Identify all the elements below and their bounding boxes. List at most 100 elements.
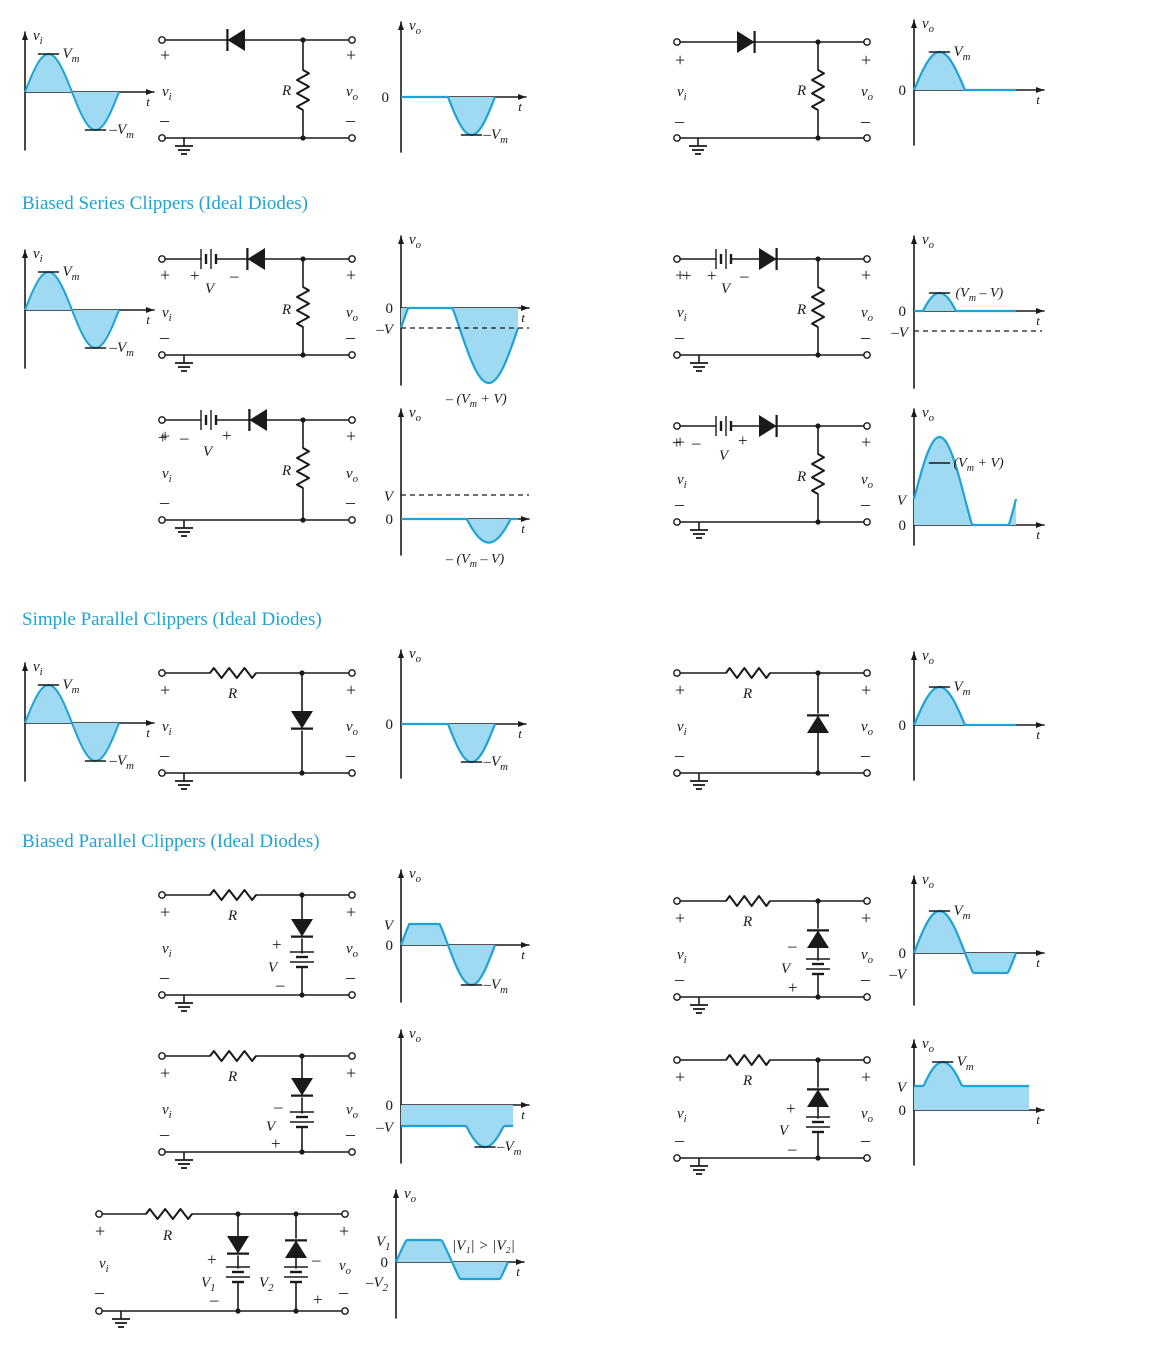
V-label: V xyxy=(897,1080,908,1096)
vi-terminal-label: vi xyxy=(162,305,172,324)
vo-terminal-label: vo xyxy=(861,719,874,738)
R-label: R xyxy=(742,1073,752,1089)
axis-arrow xyxy=(911,1040,917,1048)
Vm-label: Vm xyxy=(63,677,80,696)
vo-terminal-label: vo xyxy=(861,305,874,324)
input-sine xyxy=(24,271,120,349)
axis-arrow xyxy=(911,876,917,884)
minus-sign: – xyxy=(159,110,170,130)
vi-terminal-label: vi xyxy=(677,472,687,491)
resistor-symbol xyxy=(811,453,825,495)
plus-sign: + xyxy=(160,902,170,922)
battery-polarity: – xyxy=(275,975,285,994)
ground-symbol xyxy=(175,1152,193,1169)
battery-polarity: V xyxy=(721,281,732,297)
wave-fill xyxy=(401,97,495,135)
Vm-label: Vm xyxy=(63,264,80,283)
resistor-symbol xyxy=(296,69,310,111)
R-label: R xyxy=(742,914,752,930)
vo-axis-label: vo xyxy=(922,405,935,424)
neg-Vm-label: –Vm xyxy=(109,122,135,141)
battery-polarity: – xyxy=(787,1139,797,1158)
battery-symbol xyxy=(200,249,218,269)
diode-triangle xyxy=(227,1236,249,1254)
battery-symbol xyxy=(226,1266,250,1284)
vo-terminal-label: vo xyxy=(339,1258,352,1277)
wave-fill xyxy=(401,519,518,543)
output-wave xyxy=(914,291,1016,313)
diode-triangle xyxy=(291,1078,313,1096)
V-label: V xyxy=(384,489,395,505)
zero-label: 0 xyxy=(899,83,907,99)
ground-symbol xyxy=(690,355,708,372)
wave-fill xyxy=(914,687,1016,725)
vo-terminal-label: vo xyxy=(861,84,874,103)
minus-sign: – xyxy=(860,327,871,347)
battery-polarity: – xyxy=(787,936,797,955)
battery-symbol xyxy=(715,416,733,436)
minus-sign: – xyxy=(345,967,356,987)
output-wave xyxy=(401,1124,513,1149)
neg-Vm-plus-V-label: – (Vm + V) xyxy=(445,392,507,410)
t-axis-label: t xyxy=(518,726,522,741)
plus-sign: + xyxy=(675,432,685,452)
battery-polarity: V xyxy=(719,448,730,464)
vi-terminal-label: vi xyxy=(162,466,172,485)
output-wave xyxy=(401,722,497,764)
axis-arrow xyxy=(398,650,404,658)
axis-arrow xyxy=(1036,1107,1044,1113)
battery-polarity: – xyxy=(179,428,189,447)
plus-sign: + xyxy=(675,908,685,928)
output-wave xyxy=(401,517,518,544)
ground-symbol xyxy=(690,522,708,539)
diode-symbol xyxy=(291,1078,313,1097)
vo-terminal-label: vo xyxy=(346,719,359,738)
minus-sign: – xyxy=(345,492,356,512)
output-wave xyxy=(912,909,1018,975)
battery-polarity: + xyxy=(738,431,748,450)
zero-label: 0 xyxy=(381,1255,389,1271)
axis-arrow xyxy=(1036,522,1044,528)
neg-V2-label: –V2 xyxy=(365,1275,389,1294)
section-heading-biased-series: Biased Series Clippers (Ideal Diodes) xyxy=(22,193,308,214)
zero-label: 0 xyxy=(899,304,907,320)
vo-axis-label: vo xyxy=(409,405,422,424)
vi-terminal-label: vi xyxy=(677,84,687,103)
battery-polarity: – xyxy=(209,1290,219,1309)
resistor-symbol xyxy=(209,1050,257,1062)
wave-fill xyxy=(914,52,1016,90)
diode-triangle xyxy=(291,711,313,729)
axis-arrow xyxy=(22,32,28,40)
minus-sign: – xyxy=(159,745,170,765)
output-wave xyxy=(394,1238,510,1281)
diode-symbol xyxy=(226,29,245,51)
resistor-symbol xyxy=(209,667,257,679)
axis-arrow xyxy=(398,236,404,244)
minus-sign: – xyxy=(94,1282,105,1302)
input-sine xyxy=(24,684,120,762)
V-label: V xyxy=(781,961,792,977)
minus-sign: – xyxy=(674,745,685,765)
resistor-symbol xyxy=(725,895,771,907)
minus-sign: – xyxy=(674,494,685,514)
resistor-symbol xyxy=(296,447,310,489)
wave-fill xyxy=(401,724,495,762)
minus-sign: – xyxy=(159,1124,170,1144)
battery-polarity: + xyxy=(682,266,692,285)
ground-symbol xyxy=(690,1158,708,1175)
V1-label: V1 xyxy=(201,1275,216,1294)
minus-sign: – xyxy=(159,327,170,347)
neg-V-label: –V xyxy=(375,1120,395,1136)
axis-arrow xyxy=(1036,308,1044,314)
vi-terminal-label: vi xyxy=(677,947,687,966)
resistor-symbol xyxy=(209,889,257,901)
axis-arrow xyxy=(393,1190,399,1198)
battery-polarity: V xyxy=(205,281,216,297)
resistor-symbol xyxy=(811,286,825,328)
battery-polarity: + xyxy=(271,1134,281,1153)
diode-symbol xyxy=(248,409,267,431)
battery-symbol xyxy=(290,1111,314,1129)
minus-sign: – xyxy=(345,745,356,765)
axis-arrow xyxy=(518,94,526,100)
